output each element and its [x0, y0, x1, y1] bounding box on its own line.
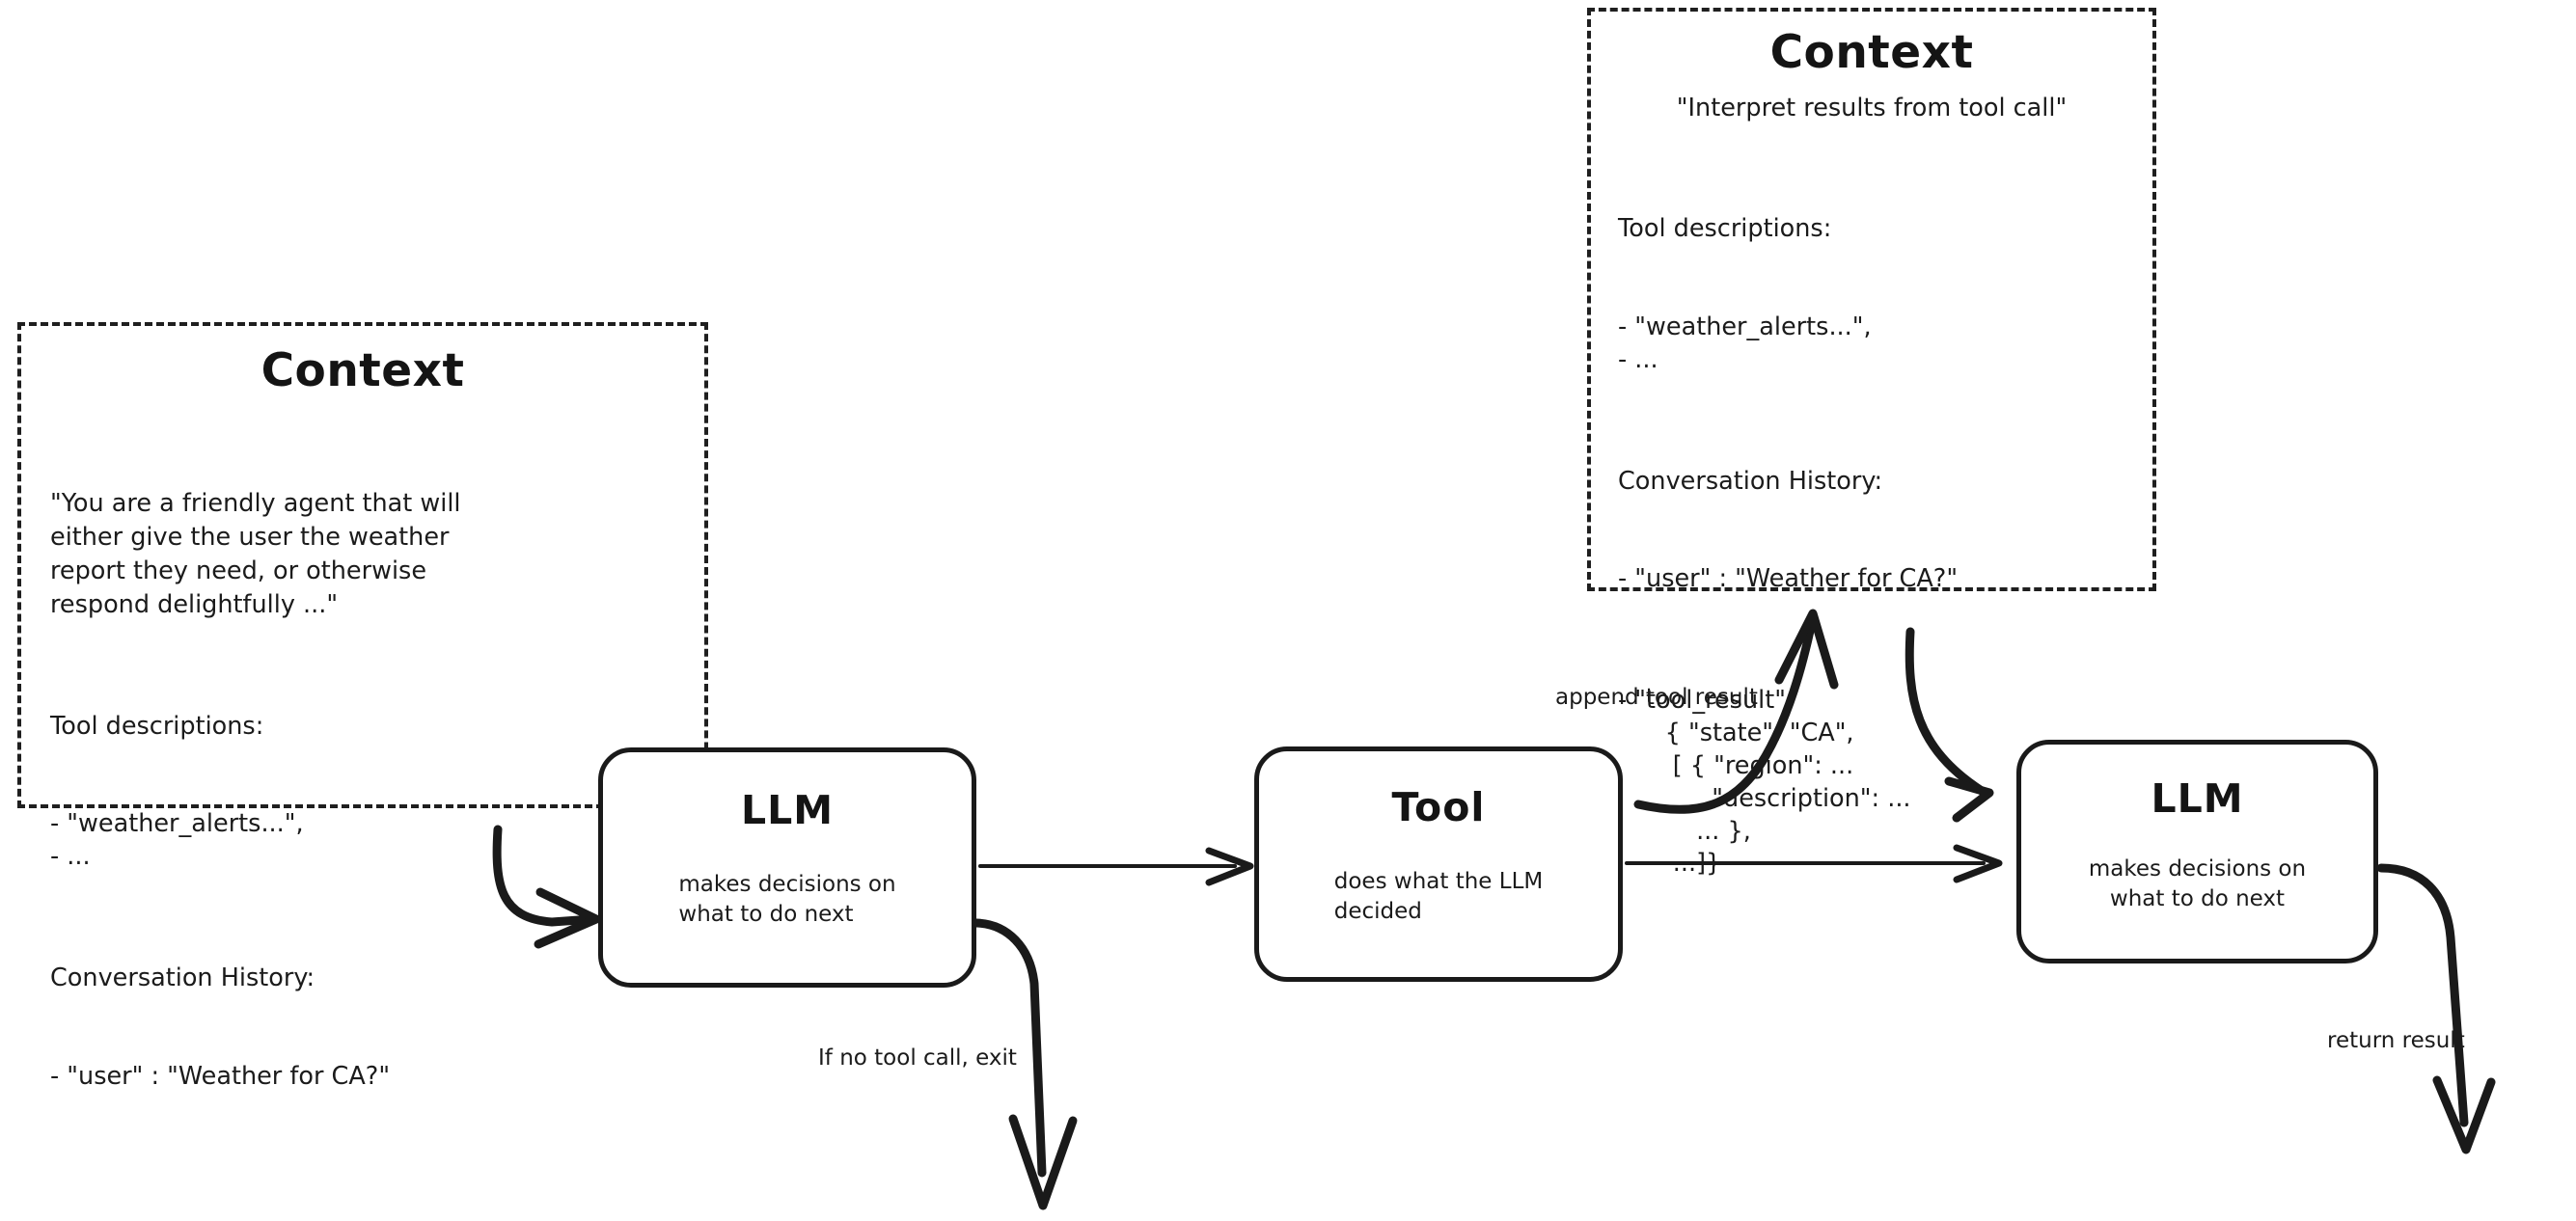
node-tool[interactable]: Tool does what the LLM decided [1254, 746, 1623, 982]
context-right-conversation-heading: Conversation History: [1618, 466, 1883, 496]
edge-return-result [2376, 863, 2496, 1154]
node-llm-second-subtitle: makes decisions on what to do next [2088, 856, 2307, 911]
context-box-right: Context "Interpret results from tool cal… [1587, 8, 2156, 878]
node-llm-second-title: LLM [2151, 775, 2244, 822]
edge-llm-first-to-tool [978, 847, 1254, 886]
context-box-left: Context "You are a friendly agent that w… [17, 322, 708, 1091]
context-left-tool-descriptions-heading: Tool descriptions: [50, 711, 264, 741]
context-right-conversation-user: - "user" : "Weather for CA?" [1618, 564, 1959, 594]
node-llm-first[interactable]: LLM makes decisions on what to do next [598, 747, 976, 988]
node-tool-subtitle: does what the LLM decided [1333, 869, 1544, 924]
edge-label-if-no-tool-call-exit: If no tool call, exit [818, 1045, 1017, 1071]
node-llm-first-subtitle: makes decisions on what to do next [678, 872, 896, 927]
context-left-tool-descriptions-items: - "weather_alerts...", - ... [50, 809, 304, 872]
context-left-body: "You are a friendly agent that will eith… [50, 421, 704, 1158]
context-right-tool-descriptions-heading: Tool descriptions: [1618, 214, 1832, 244]
node-llm-second[interactable]: LLM makes decisions on what to do next [2016, 740, 2378, 963]
context-left-title: Context [260, 344, 465, 397]
context-right-system-prompt: "Interpret results from tool call" [1676, 94, 2068, 123]
context-right-tool-descriptions-items: - "weather_alerts...", - ... [1618, 312, 1872, 374]
context-left-conversation-items: - "user" : "Weather for CA?" [50, 1061, 391, 1091]
node-llm-first-title: LLM [740, 787, 835, 833]
node-tool-title: Tool [1391, 784, 1486, 830]
edge-label-return-result: return result [2327, 1028, 2465, 1053]
context-left-conversation-heading: Conversation History: [50, 963, 315, 992]
edge-label-append-tool-result: append tool result [1555, 685, 1758, 710]
context-left-system-prompt: "You are a friendly agent that will eith… [50, 489, 461, 619]
context-right-title: Context [1769, 26, 1974, 79]
